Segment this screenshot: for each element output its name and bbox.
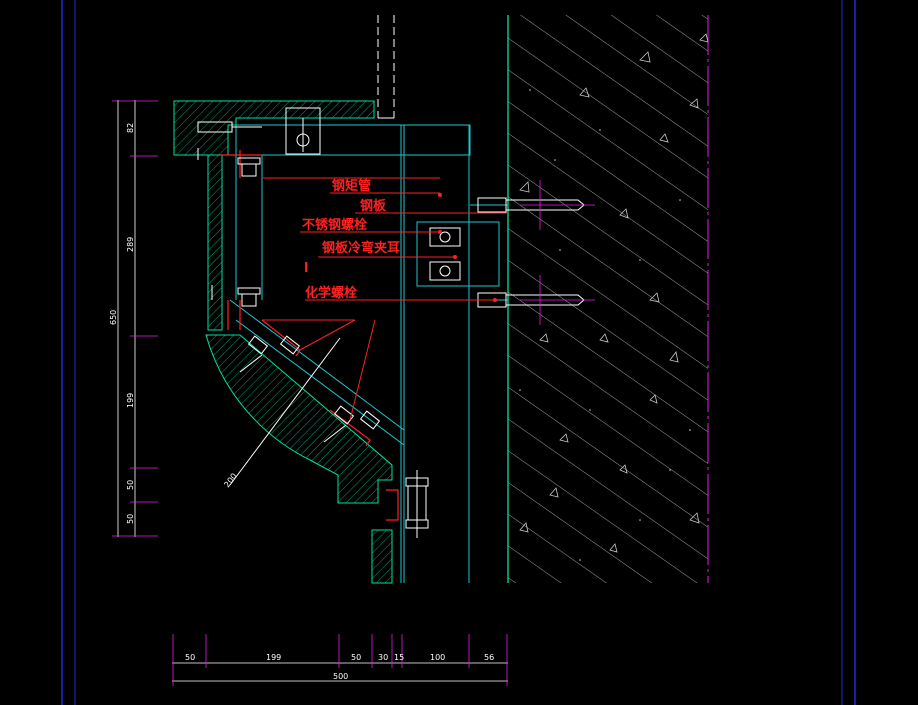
- label-steel-tube: 钢矩管: [332, 178, 371, 194]
- leader-dots: [438, 193, 497, 302]
- concrete-wall: [507, 15, 709, 583]
- vdim-3: 199: [126, 393, 135, 408]
- steel-brackets: [220, 150, 399, 521]
- leader-lines: [262, 177, 508, 421]
- hdim-3: 50: [351, 653, 361, 662]
- upper-panel-dashed: [377, 15, 395, 119]
- radius-value: 200: [222, 472, 238, 490]
- bolts: [197, 107, 585, 538]
- label-stainless-bolt: 不锈钢螺栓: [302, 217, 367, 233]
- hdim-7: 56: [484, 653, 494, 662]
- label-chemical-anchor: 化学螺栓: [305, 285, 357, 301]
- label-steel-plate: 钢板: [360, 198, 387, 214]
- hdim-6: 100: [430, 653, 445, 662]
- vdim-2: 289: [126, 237, 135, 252]
- vdim-5: 50: [126, 514, 135, 524]
- vdim-total: 650: [109, 310, 118, 325]
- stone-cladding: [173, 100, 393, 584]
- horizontal-dimension-chain: [172, 634, 508, 686]
- drawing-frame: [61, 0, 856, 705]
- hdim-1: 50: [185, 653, 195, 662]
- hdim-5: 15: [394, 653, 404, 662]
- hdim-total: 500: [333, 672, 348, 681]
- vdim-1: 82: [126, 123, 135, 133]
- vertical-dimension-chain: [112, 100, 158, 537]
- center-marks: [520, 180, 595, 325]
- hdim-2: 199: [266, 653, 281, 662]
- label-small-mark: l: [304, 261, 308, 276]
- steel-frame: [229, 124, 508, 583]
- vdim-4: 50: [126, 480, 135, 490]
- hdim-4: 30: [378, 653, 388, 662]
- label-steel-clip: 钢板冷弯夹耳: [322, 240, 400, 256]
